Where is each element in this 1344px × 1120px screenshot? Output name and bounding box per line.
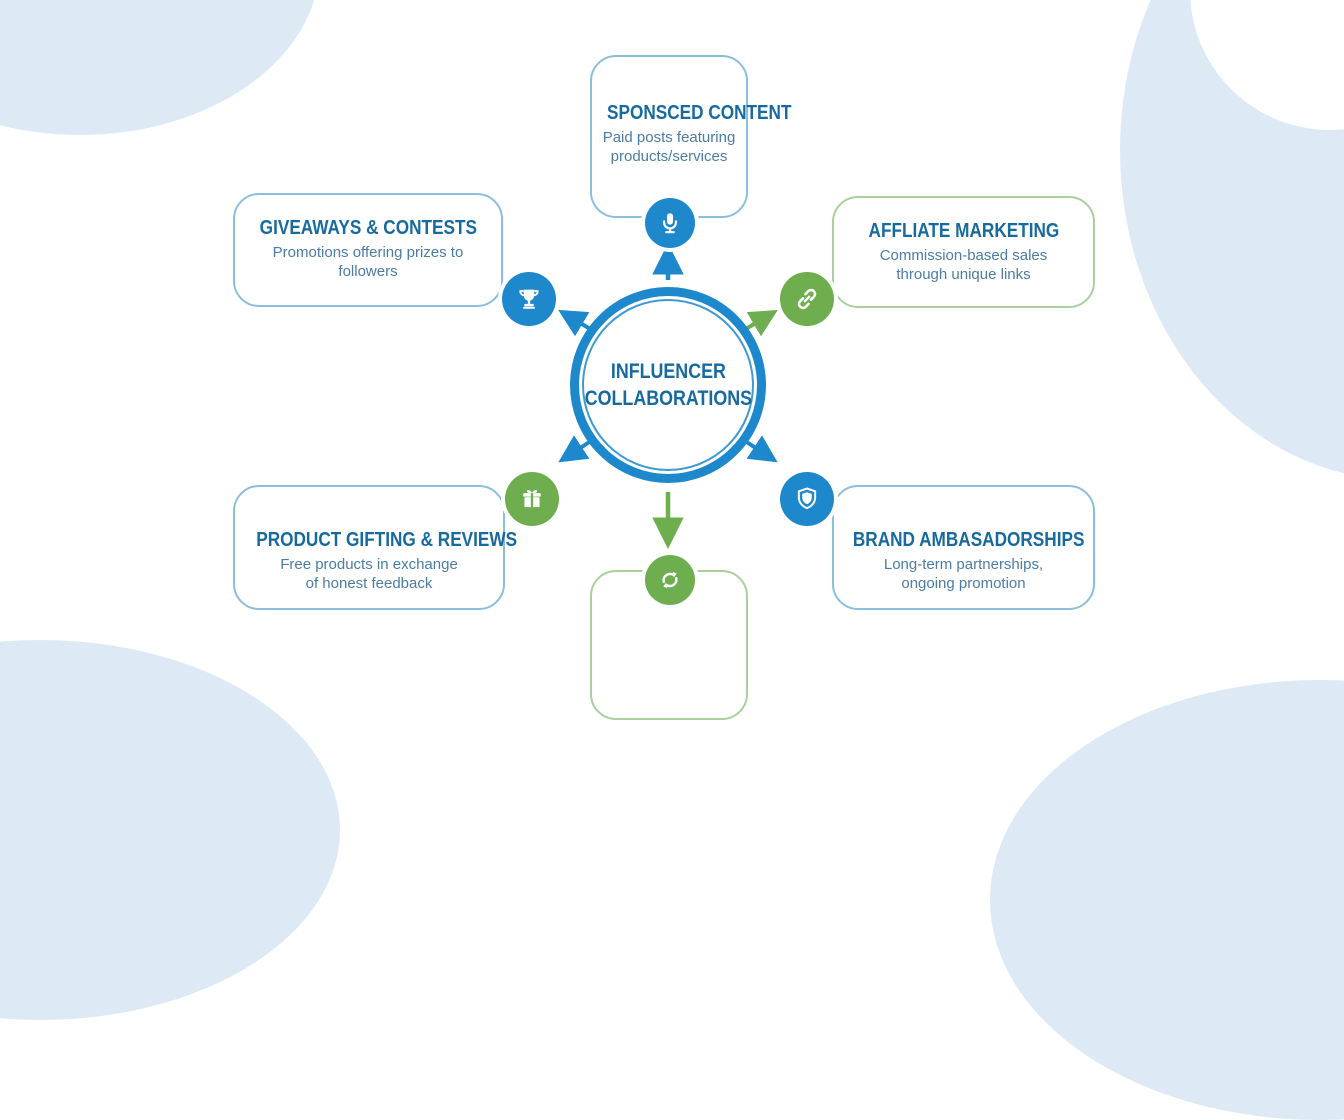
background-blob-bottom-right — [990, 680, 1344, 1120]
node-description: Commission-based sales through unique li… — [879, 247, 1048, 283]
node-title: AFFLIATE MARKETING — [868, 220, 1059, 242]
node-sponsored-content: SPONSCED CONTENT Paid posts featuring pr… — [590, 55, 791, 248]
center-hub-inner-ring: INFLUENCER COLLABORATIONS — [582, 299, 754, 471]
sync-arrows-icon — [645, 555, 695, 605]
background-blob-top-left — [0, 0, 320, 135]
node-bottom-empty — [590, 555, 748, 720]
background-blob-bottom-left — [0, 640, 340, 1020]
link-icon — [780, 272, 834, 326]
node-title: BRAND AMBASADORSHIPS — [852, 529, 1085, 551]
node-title: SPONSCED CONTENT — [607, 102, 792, 124]
node-giveaways-contests: GIVEAWAYS & CONTESTS Promotions offering… — [233, 193, 556, 326]
node-description: Paid posts featuring products/services — [602, 129, 736, 165]
shield-icon — [780, 472, 834, 526]
node-description: Promotions offering prizes to followers — [272, 244, 464, 280]
node-brand-ambassadorships: BRAND AMBASADORSHIPS Long-term partnersh… — [780, 472, 1095, 610]
node-affiliate-marketing: AFFLIATE MARKETING Commission-based sale… — [780, 196, 1095, 326]
center-hub: INFLUENCER COLLABORATIONS — [570, 287, 766, 483]
trophy-icon — [502, 272, 556, 326]
node-title: PRODUCT GIFTING & REVIEWS — [256, 529, 518, 551]
gift-icon — [505, 472, 559, 526]
node-description: Free products in exchange of honest feed… — [280, 556, 458, 592]
node-title: GIVEAWAYS & CONTESTS — [259, 217, 477, 239]
node-description: Long-term partnerships, ongoing promotio… — [883, 556, 1044, 592]
node-product-gifting-reviews: PRODUCT GIFTING & REVIEWS Free products … — [233, 472, 559, 610]
microphone-icon — [645, 198, 695, 248]
center-hub-title: INFLUENCER COLLABORATIONS — [584, 360, 752, 410]
